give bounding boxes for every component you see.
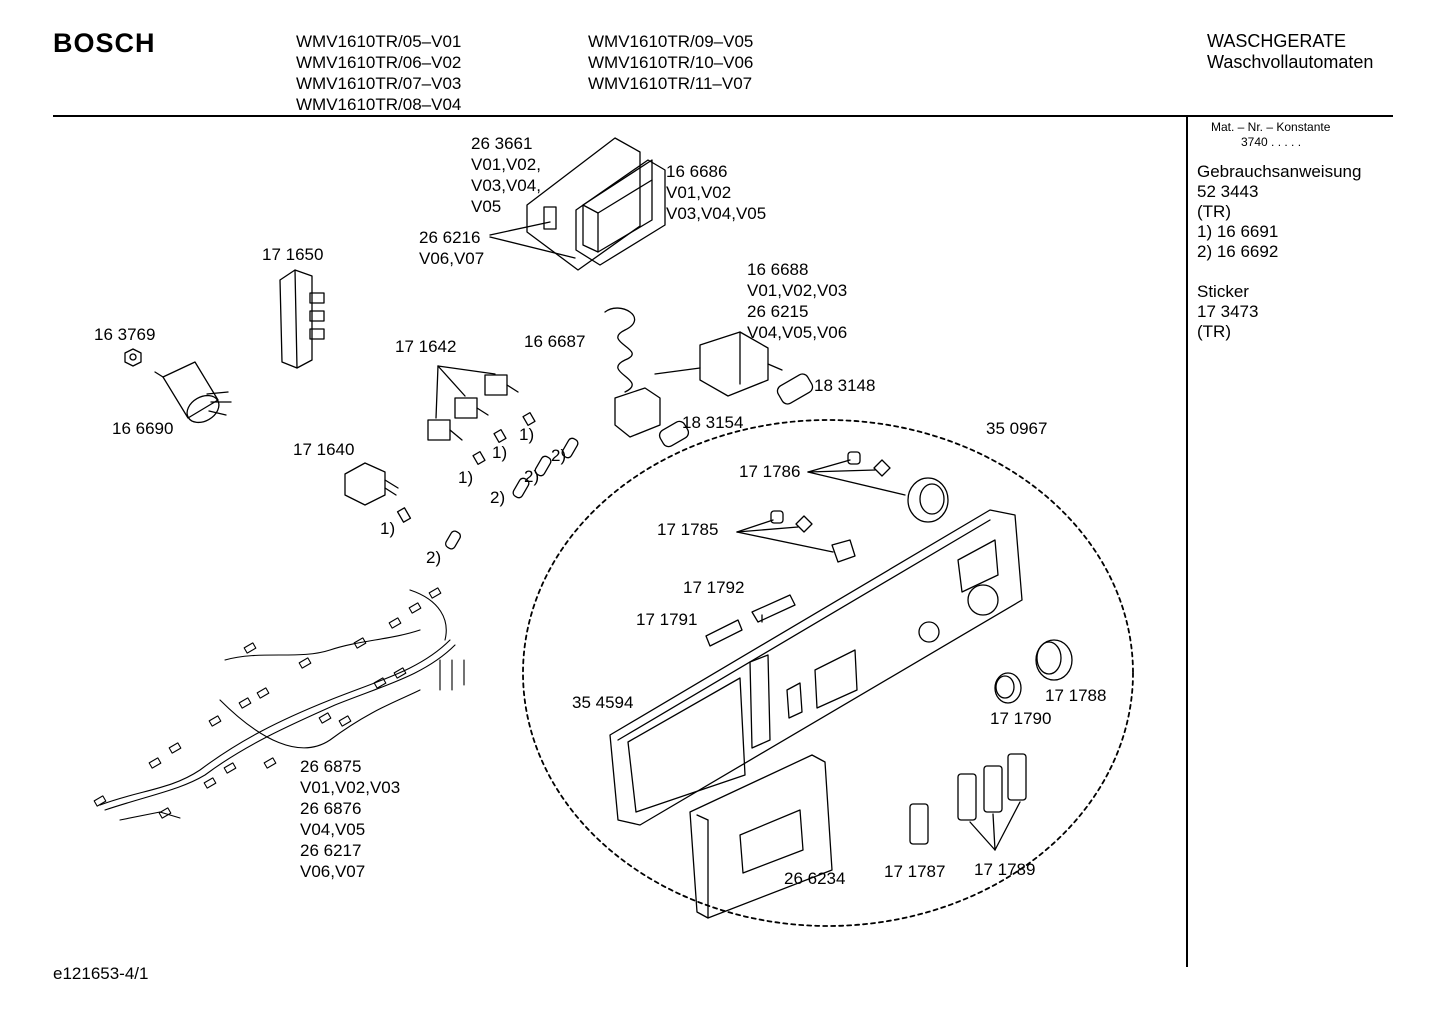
part-number: 26 6875: [300, 757, 362, 776]
model-list-2: WMV1610TR/09–V05 WMV1610TR/10–V06 WMV161…: [588, 31, 753, 94]
part-number: 16 6686: [666, 162, 728, 181]
part-variant: V01,V02,: [471, 155, 541, 174]
part-number: 26 6876: [300, 799, 362, 818]
part-variant: V01,V02,V03: [300, 778, 401, 797]
manual-title: Gebrauchsanweisung: [1197, 162, 1362, 181]
control-panel-drawing: [609, 509, 1023, 826]
part-label-171792: 17 1792: [683, 578, 745, 597]
part-label-266234: 26 6234: [784, 869, 846, 888]
part-label-166687: 16 6687: [524, 332, 586, 351]
part-number: 16 6688: [747, 260, 809, 279]
part-variant: V04,V05,V06: [747, 323, 848, 342]
part-variant: V01,V02: [666, 183, 732, 202]
model-code: WMV1610TR/07–V03: [296, 74, 462, 93]
part-label-166688: 16 6688 V01,V02,V03 26 6215 V04,V05,V06: [747, 259, 847, 343]
part-label-263661: 26 3661 V01,V02, V03,V04, V05: [471, 133, 541, 217]
part-variant: V05: [471, 197, 502, 216]
part-variant: V03,V04,: [471, 176, 541, 195]
part-label-266216: 26 6216 V06,V07: [419, 227, 484, 269]
footnote-marker: 2): [426, 548, 442, 567]
part-label-171789: 17 1789: [974, 860, 1036, 879]
capacitor-drawing: [124, 348, 232, 424]
sticker-title: Sticker: [1197, 282, 1249, 301]
part-label-171642: 17 1642: [395, 337, 457, 356]
control-panel-group-outline: [522, 419, 1134, 927]
part-number: 26 6217: [300, 841, 362, 860]
part-variant: V06,V07: [300, 862, 366, 881]
footnote-marker: 1): [492, 443, 508, 462]
footnote-marker: 2): [551, 446, 567, 465]
wiring-harness-drawing: [93, 587, 465, 821]
part-label-183148: 18 3148: [814, 376, 876, 395]
part-variant: V03,V04,V05: [666, 204, 767, 223]
footnote-marker: 2): [490, 488, 506, 507]
model-code: WMV1610TR/08–V04: [296, 95, 462, 114]
sticker-line: (TR): [1197, 322, 1231, 341]
sticker-line: 17 3473: [1197, 302, 1259, 321]
part-label-350967: 35 0967: [986, 419, 1048, 438]
bearing-parts-drawing: [736, 451, 906, 563]
part-variant: V06,V07: [419, 249, 485, 268]
part-label-163769: 16 3769: [94, 325, 156, 344]
category-block: WASCHGERATE Waschvollautomaten: [1207, 31, 1373, 73]
mat-nr-label: Mat. – Nr. – Konstante: [1211, 120, 1331, 134]
header-divider: [53, 115, 1393, 117]
category-subtitle: Waschvollautomaten: [1207, 52, 1374, 72]
part-variant: V01,V02,V03: [747, 281, 848, 300]
footnote-marker: 2): [524, 467, 540, 486]
part-label-171640: 17 1640: [293, 440, 355, 459]
manual-line: 1) 16 6691: [1197, 222, 1279, 241]
main-switch-drawing: [344, 462, 462, 550]
category-title: WASCHGERATE: [1207, 31, 1347, 51]
mat-nr-block: Mat. – Nr. – Konstante 3740 . . . . .: [1211, 120, 1330, 150]
bracket-drawing: [279, 269, 325, 369]
model-code: WMV1610TR/05–V01: [296, 32, 462, 51]
timer-drawing: [604, 307, 814, 448]
model-code: WMV1610TR/10–V06: [588, 53, 754, 72]
electronic-module-drawing: [526, 137, 666, 271]
part-label-171650: 17 1650: [262, 245, 324, 264]
footnote-marker: 1): [380, 519, 396, 538]
part-label-166686: 16 6686 V01,V02 V03,V04,V05: [666, 161, 766, 224]
part-number: 26 6216: [419, 228, 481, 247]
model-list-1: WMV1610TR/05–V01 WMV1610TR/06–V02 WMV161…: [296, 31, 461, 115]
footnote-marker: 1): [519, 425, 535, 444]
model-code: WMV1610TR/11–V07: [588, 74, 753, 93]
manual-block: Gebrauchsanweisung 52 3443 (TR) 1) 16 66…: [1197, 162, 1361, 262]
part-label-354594: 35 4594: [572, 693, 634, 712]
part-number: 26 6215: [747, 302, 809, 321]
mat-nr-value: 3740 . . . . .: [1241, 135, 1302, 149]
leader-lines: [489, 221, 576, 259]
part-variant: V04,V05: [300, 820, 366, 839]
part-label-171787: 17 1787: [884, 862, 946, 881]
manual-line: (TR): [1197, 202, 1231, 221]
sidebar-divider: [1186, 117, 1188, 967]
part-label-266875: 26 6875 V01,V02,V03 26 6876 V04,V05 26 6…: [300, 756, 400, 882]
part-label-171790: 17 1790: [990, 709, 1052, 728]
model-code: WMV1610TR/06–V02: [296, 53, 462, 72]
clip-drawing: [705, 594, 796, 647]
part-label-171791: 17 1791: [636, 610, 698, 629]
drawing-code: e121653-4/1: [53, 964, 149, 983]
knob-drawing: [907, 477, 1073, 704]
drawer-handle-drawing: [689, 754, 833, 919]
footnote-marker: 1): [458, 468, 474, 487]
part-label-171788: 17 1788: [1045, 686, 1107, 705]
model-code: WMV1610TR/09–V05: [588, 32, 754, 51]
part-label-183154: 18 3154: [682, 413, 744, 432]
push-button-drawing: [909, 753, 1027, 851]
switch-drawing: [427, 365, 579, 499]
part-number: 26 3661: [471, 134, 533, 153]
part-label-171785: 17 1785: [657, 520, 719, 539]
sticker-block: Sticker 17 3473 (TR): [1197, 282, 1258, 342]
manual-line: 2) 16 6692: [1197, 242, 1279, 261]
part-label-171786: 17 1786: [739, 462, 801, 481]
part-label-166690: 16 6690: [112, 419, 174, 438]
brand-logo: BOSCH: [53, 28, 156, 58]
manual-line: 52 3443: [1197, 182, 1259, 201]
